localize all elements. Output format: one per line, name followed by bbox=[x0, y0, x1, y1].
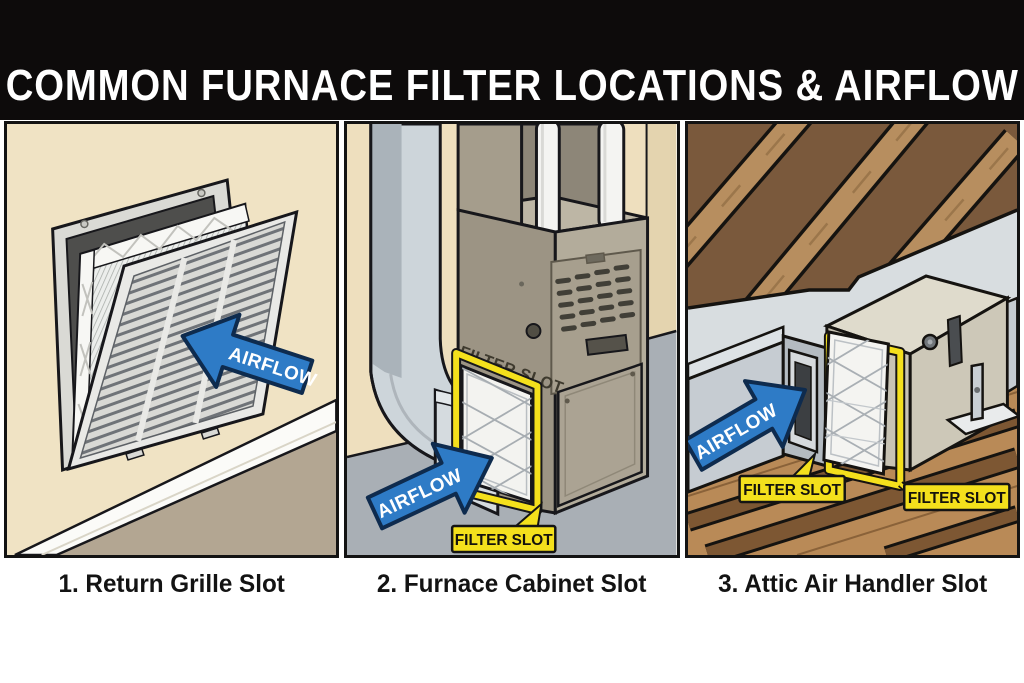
panel-return-grille: AIRFLOW bbox=[4, 121, 340, 558]
return-slot bbox=[781, 334, 829, 468]
caption-attic-air-handler: 3. Attic Air Handler Slot bbox=[717, 570, 987, 598]
inducer-port-icon bbox=[525, 323, 542, 339]
duct-right bbox=[1005, 296, 1017, 395]
vent-slot-icon bbox=[946, 314, 963, 368]
screw-icon bbox=[80, 219, 89, 229]
panel-row: AIRFLOW bbox=[0, 120, 1024, 558]
return-grille-illustration: AIRFLOW bbox=[7, 124, 337, 555]
filter-slot-label-right-text: FILTER SLOT bbox=[908, 490, 1006, 507]
caption-row: 1. Return Grille Slot 2. Furnace Cabinet… bbox=[0, 558, 1024, 599]
filter-slot-label-right: FILTER SLOT bbox=[897, 481, 1011, 512]
hinge-tab bbox=[200, 427, 221, 440]
screw-icon bbox=[519, 281, 525, 287]
attic-illustration: AIRFLOW FILTER SLOT FILTER SLOT bbox=[687, 124, 1017, 555]
support-leg bbox=[944, 362, 1017, 436]
louver-grille bbox=[66, 209, 299, 472]
wall-corner bbox=[645, 124, 677, 339]
air-filter bbox=[822, 330, 890, 476]
floor-and-baseboard bbox=[14, 398, 337, 555]
filter-slot-label: FILTER SLOT bbox=[451, 501, 557, 554]
furnace-illustration: FILTER SLOT bbox=[347, 124, 677, 555]
screw-icon bbox=[197, 188, 206, 198]
filter-slot-label-left-text: FILTER SLOT bbox=[743, 482, 841, 499]
filter-slot-label-text: FILTER SLOT bbox=[455, 532, 553, 549]
bolt-icon bbox=[973, 387, 980, 393]
filter-slot-label-left: FILTER SLOT bbox=[737, 450, 846, 504]
caption-return-grille: 1. Return Grille Slot bbox=[58, 570, 285, 598]
panel-attic-air-handler: AIRFLOW FILTER SLOT FILTER SLOT bbox=[684, 121, 1020, 558]
hinge-tab bbox=[125, 448, 145, 461]
header-band: COMMON FURNACE FILTER LOCATIONS & AIRFLO… bbox=[0, 0, 1024, 120]
page-title: COMMON FURNACE FILTER LOCATIONS & AIRFLO… bbox=[5, 61, 1019, 110]
louver-vents bbox=[550, 248, 642, 396]
panel-furnace-cabinet: FILTER SLOT bbox=[344, 121, 680, 558]
lower-door bbox=[557, 362, 644, 508]
furnace bbox=[456, 124, 650, 516]
caption-furnace-cabinet: 2. Furnace Cabinet Slot bbox=[377, 570, 647, 598]
